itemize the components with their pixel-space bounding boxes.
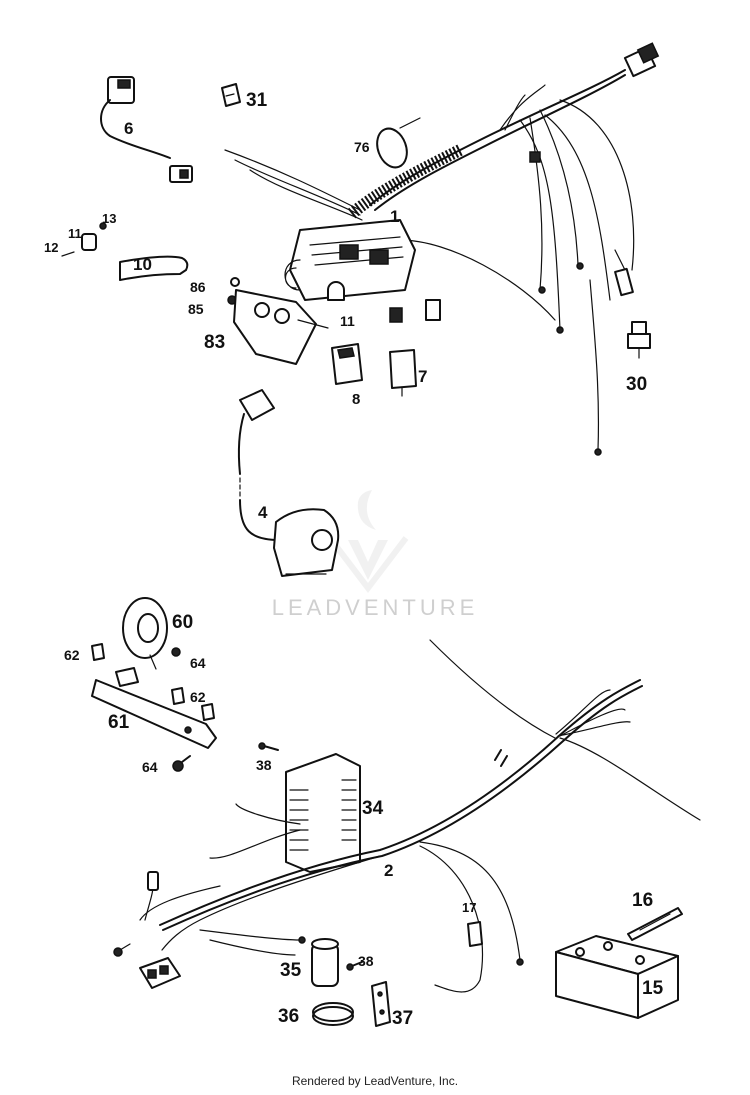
- callout-38-lower: 38: [358, 953, 374, 969]
- callout-30: 30: [626, 374, 647, 395]
- callout-85: 85: [188, 301, 204, 317]
- watermark-logo: [327, 490, 409, 593]
- part-11-clamp: [327, 281, 345, 301]
- part-17-fuse-holder: [467, 921, 483, 947]
- callout-6: 6: [124, 119, 133, 138]
- callout-labels: 1 2 4 6 7 8 10 11 11 12 13 15 16 17 30 3…: [44, 90, 664, 1029]
- part-83-bracket: [227, 277, 329, 365]
- part-61-horn-bracket: [91, 667, 217, 749]
- callout-15: 15: [642, 978, 664, 999]
- part-16-fuse: [627, 907, 683, 941]
- main-wiring-harness: [224, 42, 660, 456]
- callout-62-left: 62: [64, 647, 80, 663]
- part-8-relay: [331, 343, 363, 385]
- part-7-flasher: [389, 349, 417, 397]
- part-30-pressure-switch: [627, 321, 651, 359]
- part-4-handlebar-switch: [237, 389, 340, 577]
- callout-4: 4: [258, 503, 268, 522]
- callout-13: 13: [102, 211, 116, 226]
- callout-76: 76: [354, 139, 370, 155]
- callout-10: 10: [133, 255, 152, 274]
- callout-16: 16: [632, 890, 653, 911]
- callout-37: 37: [392, 1008, 413, 1029]
- part-31-clip: [221, 83, 241, 107]
- watermark-text: LEADVENTURE: [272, 595, 479, 620]
- footer-credit: Rendered by LeadVenture, Inc.: [291, 1074, 459, 1088]
- callout-7: 7: [418, 367, 427, 386]
- callout-8: 8: [352, 391, 360, 408]
- lower-wiring-harness: [113, 639, 701, 993]
- callout-11-lower: 11: [340, 313, 355, 329]
- callout-64-lower: 64: [142, 759, 158, 775]
- part-36-ring: [312, 1002, 354, 1026]
- callout-60: 60: [172, 612, 193, 633]
- callout-11-upper: 11: [68, 226, 82, 241]
- callout-35: 35: [280, 960, 302, 981]
- part-35-capacitor: [311, 938, 339, 987]
- part-10-lead: [61, 222, 189, 281]
- wiring-parts-diagram: LEADVENTURE: [44, 42, 701, 1029]
- callout-2: 2: [384, 861, 393, 880]
- callout-17: 17: [462, 900, 476, 915]
- part-6-switch: [100, 76, 193, 183]
- callout-64-upper: 64: [190, 655, 206, 671]
- callout-36: 36: [278, 1006, 299, 1027]
- callout-1: 1: [390, 207, 399, 226]
- callout-62-right: 62: [190, 689, 206, 705]
- callout-38-upper: 38: [256, 757, 272, 773]
- part-64-screws: [172, 755, 191, 772]
- part-37-bracket: [371, 981, 391, 1027]
- callout-86: 86: [190, 279, 206, 295]
- part-34-regulator: [285, 753, 361, 873]
- part-60-horn: [122, 597, 181, 670]
- part-76-cable-tie: [376, 117, 421, 169]
- callout-61: 61: [108, 712, 130, 733]
- callout-31: 31: [246, 90, 268, 111]
- part-62-clips: [91, 643, 215, 721]
- callout-12: 12: [44, 240, 58, 255]
- part-38-screws: [258, 742, 363, 971]
- callout-34: 34: [362, 798, 384, 819]
- part-15-battery: [555, 935, 679, 1019]
- callout-83: 83: [204, 332, 225, 353]
